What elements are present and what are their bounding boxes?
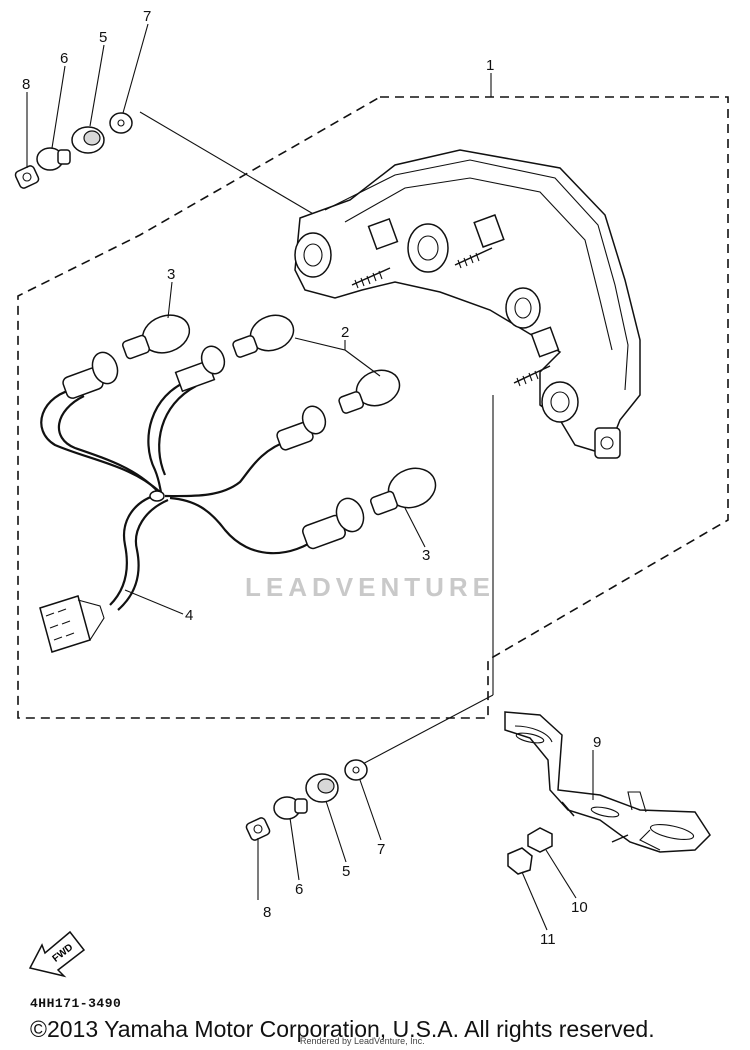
callout-10: 10	[571, 899, 588, 916]
socket-4	[302, 497, 365, 550]
bulb-2-lower	[338, 369, 401, 414]
washer-7-bottom	[344, 759, 368, 781]
rendered-by-note: Rendered by LeadVenture, Inc.	[300, 1036, 425, 1046]
document-number: 4HH171-3490	[30, 996, 122, 1011]
stud-left	[351, 267, 391, 289]
harness-connector	[39, 595, 105, 653]
leader-bottom-hardware-2	[354, 694, 494, 769]
collar-6-bottom	[273, 796, 308, 820]
wiring-harness	[39, 345, 365, 653]
callout-11: 11	[540, 931, 556, 948]
callout-9: 9	[593, 734, 601, 751]
nut-8-top	[14, 165, 40, 189]
stud-center	[454, 247, 493, 269]
callout-6-top: 6	[60, 50, 68, 67]
grommet-5-bottom	[305, 773, 339, 803]
callout-8-top: 8	[22, 76, 30, 93]
assembly-boundary	[17, 96, 729, 719]
callout-leaders	[26, 23, 594, 931]
bracket-9	[504, 711, 711, 853]
stud-right	[513, 365, 551, 387]
copyright-notice: ©2013 Yamaha Motor Corporation, U.S.A. A…	[30, 1016, 655, 1042]
bulb-3-top	[122, 314, 191, 360]
socket-3	[276, 405, 327, 451]
callout-5-bottom: 5	[342, 863, 350, 880]
bulb-2-upper	[232, 314, 295, 358]
nut-11	[507, 847, 533, 875]
callout-4: 4	[185, 607, 193, 624]
callout-7-top: 7	[143, 8, 151, 25]
callout-1: 1	[486, 57, 494, 74]
callout-6-bottom: 6	[295, 881, 303, 898]
nut-10	[527, 827, 553, 853]
callout-7-bottom: 7	[377, 841, 385, 858]
nut-8-bottom	[245, 817, 271, 841]
grommet-5-top	[71, 126, 105, 154]
socket-2	[174, 345, 226, 393]
callout-3-bottom: 3	[422, 547, 430, 564]
callout-5-top: 5	[99, 29, 107, 46]
collar-6-top	[36, 147, 71, 171]
socket-1	[62, 351, 119, 399]
bulb-3-bottom	[370, 467, 437, 516]
washer-7-top	[109, 112, 133, 134]
callout-3-top: 3	[167, 266, 175, 283]
taillight-housing	[294, 149, 641, 459]
watermark: LEADVENTURE	[245, 572, 496, 602]
callout-2: 2	[341, 324, 349, 341]
callout-8-bottom: 8	[263, 904, 271, 921]
fwd-arrow: FWD	[28, 930, 86, 978]
